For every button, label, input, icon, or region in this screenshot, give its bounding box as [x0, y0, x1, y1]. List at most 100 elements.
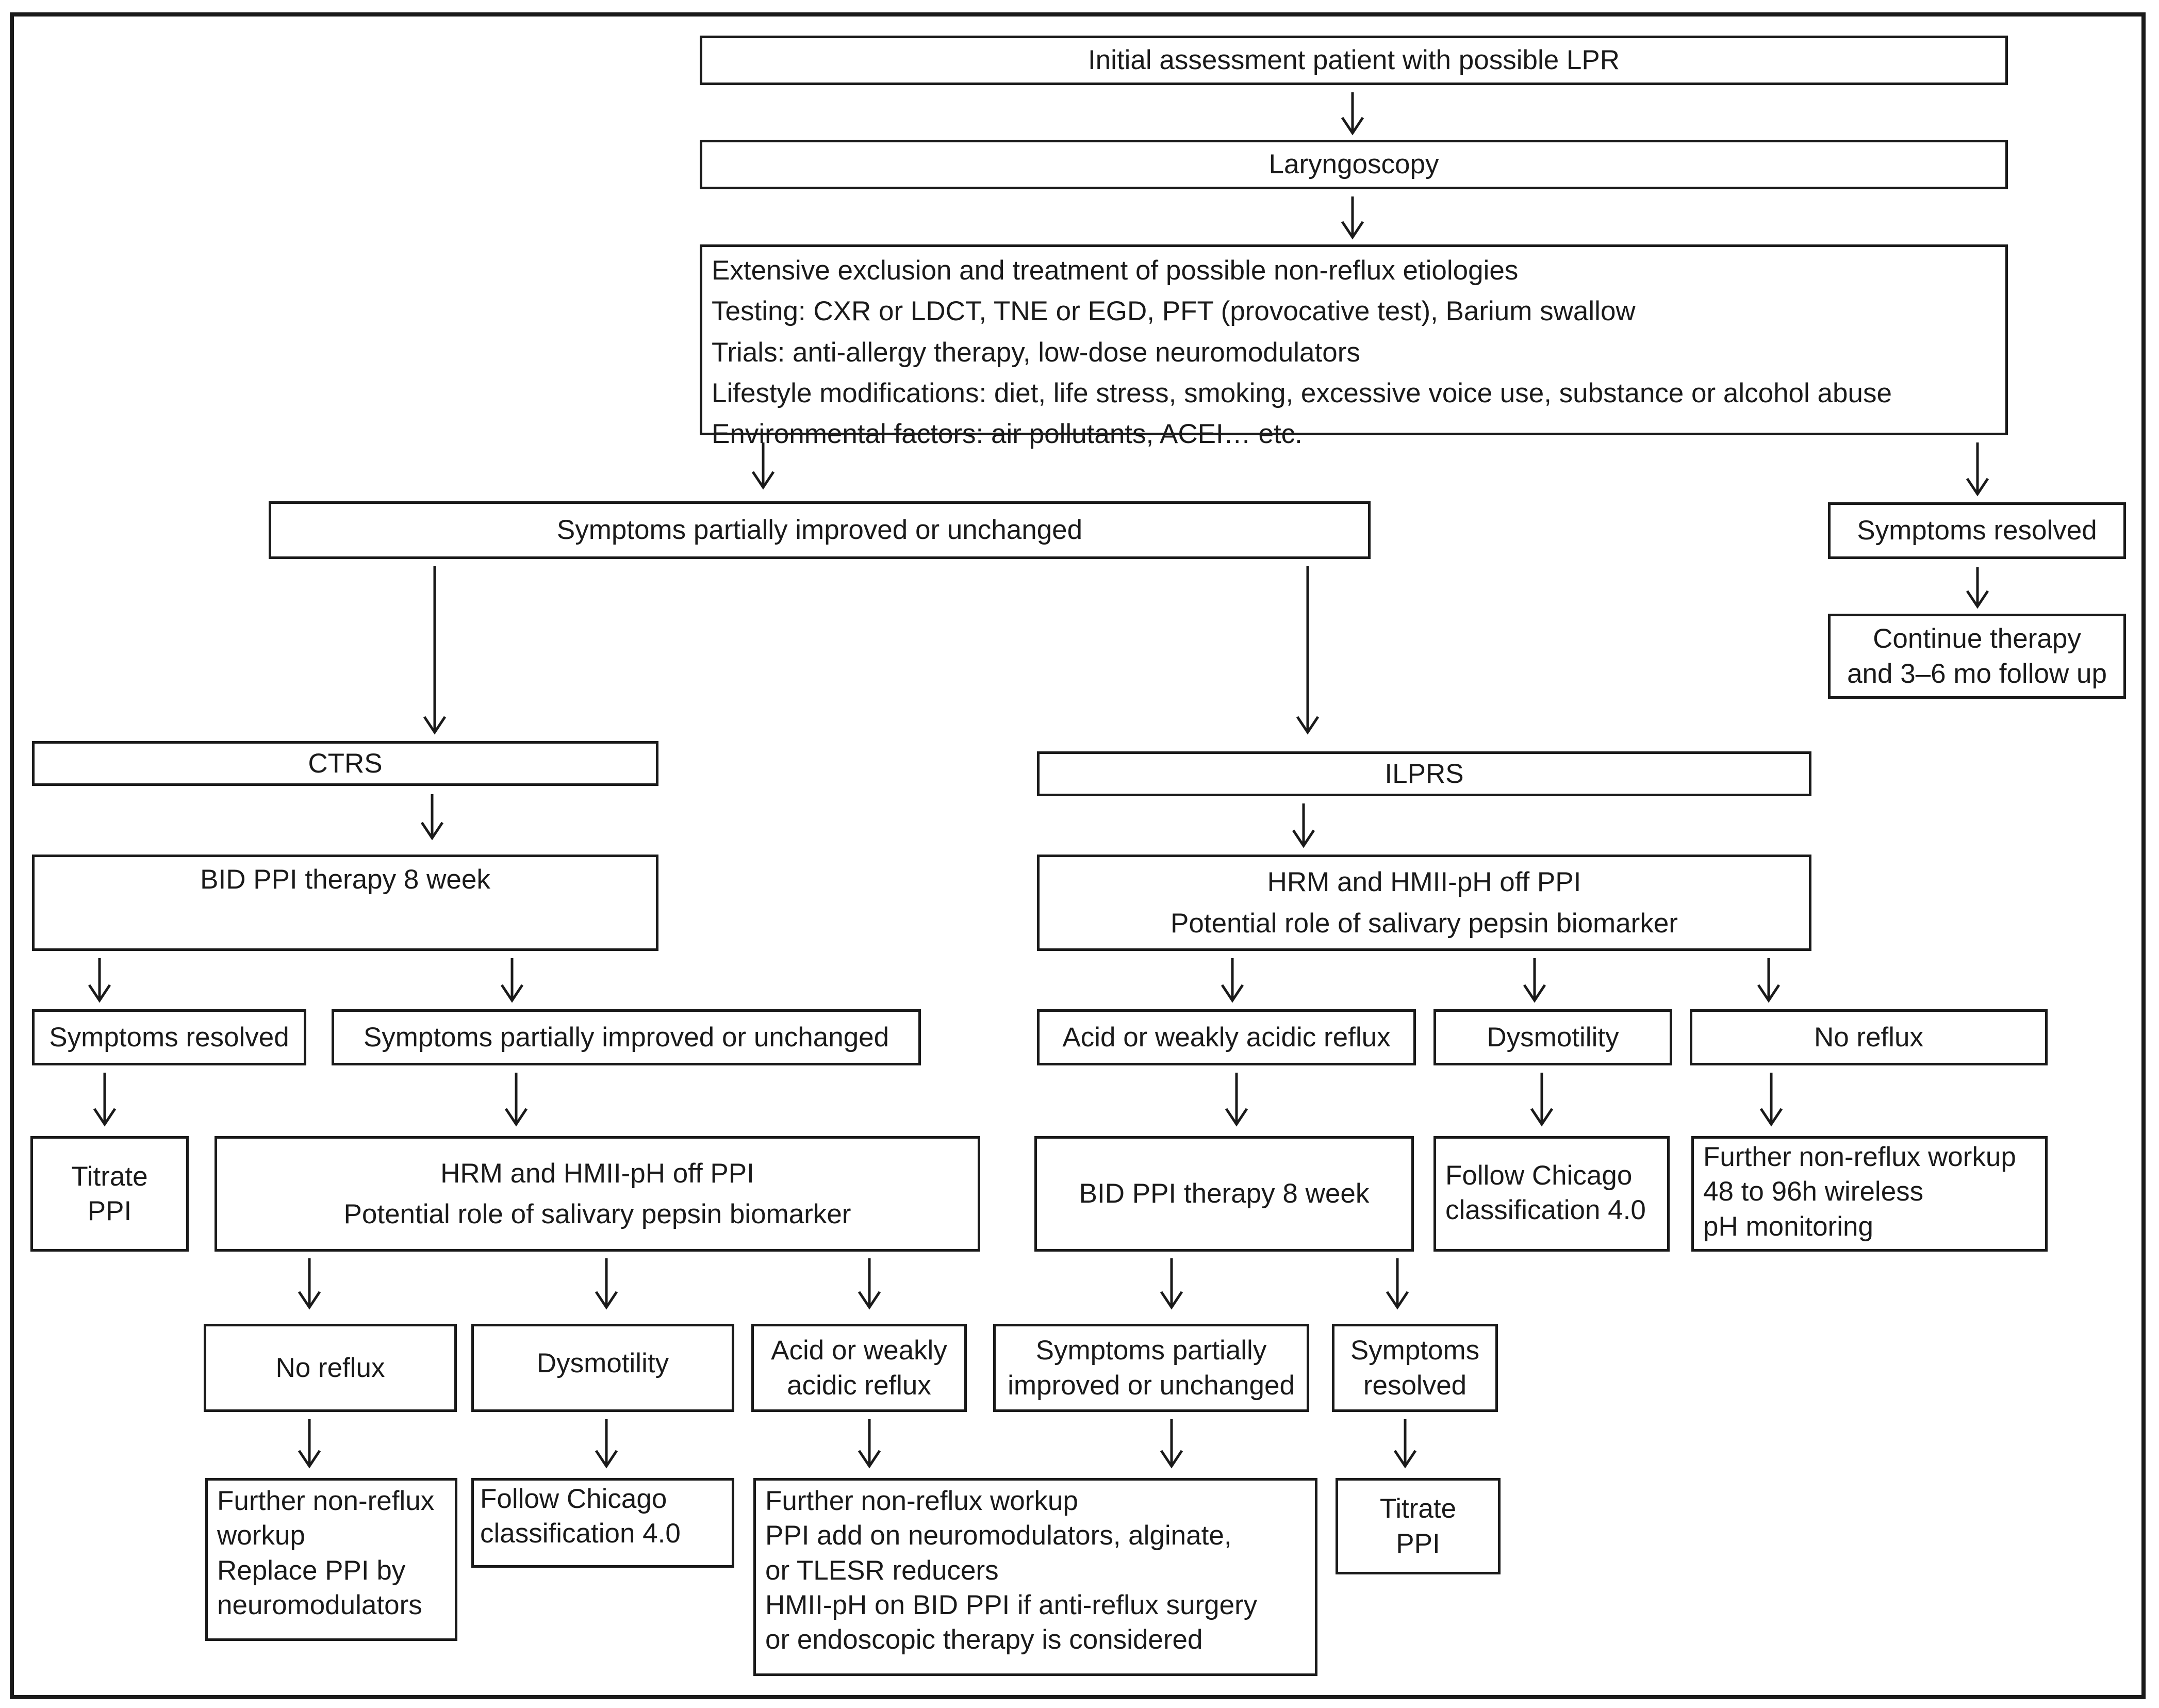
flow-arrow [1292, 803, 1315, 848]
node-text-line: Further non-reflux workup [1703, 1142, 2016, 1172]
bid-ppi-ctrs-box: BID PPI therapy 8 week [32, 855, 658, 951]
flow-arrow [1966, 442, 1989, 497]
node-text-line: Trials: anti-allergy therapy, low-dose n… [712, 337, 1360, 368]
flow-arrow [1341, 196, 1364, 240]
flow-arrow [751, 442, 775, 490]
flow-arrow [595, 1419, 618, 1469]
node-text-line: HRM and HMII-pH off PPI [1267, 867, 1581, 898]
partial-ilprs-box: Symptoms partially improved or unchanged [993, 1324, 1309, 1412]
node-text-line: classification 4.0 [1445, 1195, 1646, 1226]
flow-arrow [1966, 567, 1989, 609]
node-text-line: Extensive exclusion and treatment of pos… [712, 255, 1519, 286]
flow-arrow [858, 1258, 881, 1310]
node-text-line: classification 4.0 [480, 1518, 681, 1549]
flow-arrow [1386, 1258, 1409, 1310]
node-text-line: ILPRS [1385, 758, 1464, 789]
flow-arrow [298, 1258, 321, 1310]
node-text-line: No reflux [275, 1352, 385, 1383]
node-text-line: PPI [1396, 1528, 1440, 1559]
node-text-line: and 3–6 mo follow up [1847, 658, 2107, 689]
no-reflux-ilprs-box: No reflux [1690, 1009, 2048, 1065]
no-reflux-ctrs-box: No reflux [204, 1324, 457, 1412]
node-text-line: PPI [87, 1196, 132, 1226]
node-text-line: Titrate [71, 1161, 148, 1192]
hrm-ilprs-box: HRM and HMII-pH off PPI Potential role of… [1037, 855, 1811, 951]
node-text-line: Replace PPI by [217, 1555, 406, 1586]
node-text-line: BID PPI therapy 8 week [200, 864, 490, 895]
node-text-line: Titrate [1379, 1493, 1457, 1524]
ilprs-box: ILPRS [1037, 751, 1811, 796]
node-text-line: Symptoms partially improved or unchanged [556, 515, 1083, 546]
node-text-line: Dysmotility [536, 1348, 669, 1378]
flow-arrow [1296, 566, 1320, 735]
laryngoscopy-box: Laryngoscopy [700, 140, 2008, 189]
flow-arrow [1393, 1419, 1417, 1469]
node-text-line: neuromodulators [217, 1589, 422, 1620]
flow-arrow [1341, 92, 1364, 136]
flow-arrow [595, 1258, 618, 1310]
initial-assessment-box: Initial assessment patient with possible… [700, 36, 2008, 85]
flow-arrow [1530, 1073, 1554, 1127]
node-text-line: Further non-reflux workup [765, 1486, 1078, 1516]
node-text-line: CTRS [308, 748, 383, 779]
resolved-ilprs-box: Symptoms resolved [1332, 1324, 1498, 1412]
bid-ppi-ilprs-box: BID PPI therapy 8 week [1034, 1136, 1414, 1252]
node-text-line: Follow Chicago [480, 1484, 667, 1514]
node-text-line: Symptoms resolved [49, 1022, 289, 1053]
dysmotility-ctrs-box: Dysmotility [471, 1324, 734, 1412]
flow-arrow [1759, 1073, 1783, 1127]
node-text-line: Acid or weakly [771, 1335, 947, 1366]
node-text-line: No reflux [1814, 1022, 1924, 1053]
partial-main-box: Symptoms partially improved or unchanged [269, 501, 1371, 559]
flow-arrow [1221, 958, 1244, 1003]
node-text-line: Lifestyle modifications: diet, life stre… [712, 377, 1892, 408]
node-text-line: Further non-reflux [217, 1486, 435, 1516]
flow-arrow [1523, 958, 1546, 1003]
flow-arrow [93, 1073, 117, 1127]
continue-therapy-box: Continue therapy and 3–6 mo follow up [1828, 614, 2126, 699]
node-text-line: Dysmotility [1487, 1022, 1619, 1053]
flow-arrow [1757, 958, 1781, 1003]
acid-ilprs-box: Acid or weakly acidic reflux [1037, 1009, 1416, 1065]
flow-arrow [420, 794, 444, 841]
node-text-line: Initial assessment patient with possible… [1087, 45, 1620, 76]
node-text-line: Symptoms partially [1035, 1335, 1267, 1366]
flow-arrow [88, 958, 111, 1003]
node-text-line: PPI add on neuromodulators, alginate, [765, 1520, 1232, 1551]
node-text-line: Continue therapy [1873, 623, 2081, 654]
resolved-top-box: Symptoms resolved [1828, 502, 2126, 559]
dysmotility-ilprs-box: Dysmotility [1433, 1009, 1672, 1065]
flow-arrow [1160, 1258, 1183, 1310]
node-text-line: Testing: CXR or LDCT, TNE or EGD, PFT (p… [712, 296, 1636, 327]
node-text-line: Acid or weakly acidic reflux [1062, 1022, 1391, 1053]
flow-arrow [423, 566, 447, 735]
exclusion-box: Extensive exclusion and treatment of pos… [700, 244, 2008, 449]
node-text-line: Symptoms [1350, 1335, 1480, 1366]
flow-arrow [500, 958, 524, 1003]
flow-arrow [1225, 1073, 1248, 1127]
flow-arrow [298, 1419, 321, 1469]
node-text-line: pH monitoring [1703, 1211, 1873, 1242]
node-text-line: improved or unchanged [1008, 1370, 1295, 1401]
node-text-line: Environmental factors: air pollutants, A… [712, 419, 1303, 450]
node-text-line: Symptoms resolved [1857, 515, 2097, 546]
chicago-ctrs-box: Follow Chicago classification 4.0 [471, 1478, 734, 1568]
ctrs-box: CTRS [32, 741, 658, 786]
node-text-line: resolved [1363, 1370, 1467, 1401]
node-text-line: Potential role of salivary pepsin biomar… [1171, 908, 1678, 939]
node-text-line: BID PPI therapy 8 week [1079, 1178, 1370, 1209]
node-text-line: Laryngoscopy [1268, 149, 1439, 180]
node-text-line: HMII-pH on BID PPI if anti-reflux surger… [765, 1589, 1258, 1620]
node-text-line: workup [217, 1520, 305, 1551]
node-text-line: Potential role of salivary pepsin biomar… [343, 1199, 851, 1229]
acid-ctrs-box: Acid or weakly acidic reflux [751, 1324, 967, 1412]
node-text-line: acidic reflux [787, 1370, 931, 1401]
